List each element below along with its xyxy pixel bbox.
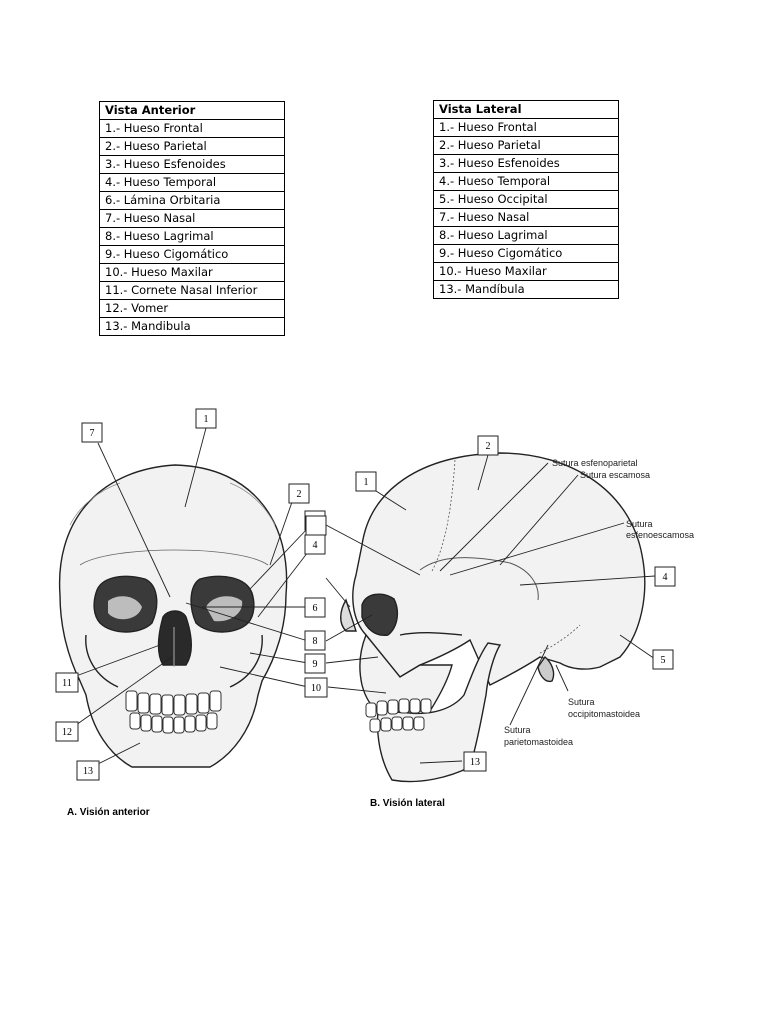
- lateral-callout-5: 5: [652, 649, 674, 670]
- svg-text:2: 2: [486, 441, 491, 452]
- anterior-callout-4: 4: [304, 534, 326, 555]
- svg-text:5: 5: [661, 655, 666, 666]
- anterior-callout-10: 10: [304, 677, 328, 698]
- bone-entry: 12.- Vomer: [99, 299, 285, 318]
- table-row: 9.- Hueso Cigomático: [99, 245, 285, 264]
- table-row: 13.- Mandíbula: [433, 280, 619, 299]
- bone-entry: 6.- Lámina Orbitaria: [99, 191, 285, 210]
- bone-entry: 7.- Hueso Nasal: [99, 209, 285, 228]
- suture-labels: Sutura esfenoparietal Sutura escamosa Su…: [504, 458, 694, 747]
- suture-escamosa-label: Sutura escamosa: [580, 470, 650, 480]
- bone-entry: 8.- Hueso Lagrimal: [433, 226, 619, 245]
- table-row: 6.- Lámina Orbitaria: [99, 191, 285, 210]
- table-row: 9.- Hueso Cigomático: [433, 244, 619, 263]
- bone-entry: 2.- Hueso Parietal: [433, 136, 619, 155]
- anterior-skull-drawing: [58, 464, 288, 768]
- bone-entry: 4.- Hueso Temporal: [99, 173, 285, 192]
- suture-esfenoparietal-label: Sutura esfenoparietal: [552, 458, 638, 468]
- lateral-callout-2: 2: [477, 435, 499, 456]
- table-row: 8.- Hueso Lagrimal: [433, 226, 619, 245]
- suture-esfenoescamosa-label-1: Sutura: [626, 519, 653, 529]
- svg-text:12: 12: [62, 727, 72, 738]
- bone-entry: 4.- Hueso Temporal: [433, 172, 619, 191]
- table-row: 12.- Vomer: [99, 299, 285, 318]
- lateral-skull-drawing: [340, 452, 646, 783]
- bone-entry: 3.- Hueso Esfenoides: [433, 154, 619, 173]
- svg-text:1: 1: [364, 477, 369, 488]
- bone-entry: 13.- Mandíbula: [433, 280, 619, 299]
- svg-text:4: 4: [663, 572, 668, 583]
- svg-text:1: 1: [204, 414, 209, 425]
- anterior-leader-lines: [75, 427, 309, 765]
- suture-occipitomastoidea-label-2: occipitomastoidea: [568, 709, 640, 719]
- anterior-callout-12: 12: [55, 721, 79, 742]
- table-row: 4.- Hueso Temporal: [433, 172, 619, 191]
- table-row: 13.- Mandibula: [99, 317, 285, 336]
- suture-parietomastoidea-label-2: parietomastoidea: [504, 737, 573, 747]
- svg-text:2: 2: [297, 489, 302, 500]
- table-row: 7.- Hueso Nasal: [99, 209, 285, 228]
- table-row: 2.- Hueso Parietal: [99, 137, 285, 156]
- skull-figure: 1 7 2 3 4 6 8 9 10 11 12 13 A. Visión an…: [55, 408, 694, 818]
- bone-entry: 7.- Hueso Nasal: [433, 208, 619, 227]
- bone-entry: 11.- Cornete Nasal Inferior: [99, 281, 285, 300]
- anterior-callout-8: 8: [304, 630, 326, 651]
- svg-text:13: 13: [470, 757, 480, 768]
- bone-entry: 3.- Hueso Esfenoides: [99, 155, 285, 174]
- table-header: Vista Anterior: [99, 101, 285, 120]
- svg-text:7: 7: [90, 428, 95, 439]
- table-row: 3.- Hueso Esfenoides: [99, 155, 285, 174]
- bone-entry: 10.- Hueso Maxilar: [433, 262, 619, 281]
- anterior-callout-13: 13: [76, 760, 100, 781]
- anterior-callout-1: 1: [195, 408, 217, 429]
- anterior-caption: A. Visión anterior: [67, 807, 150, 818]
- lateral-leader-lines: [325, 454, 656, 764]
- anterior-callout-7: 7: [81, 422, 103, 443]
- lateral-callouts: 1 2 4 5 13: [305, 435, 676, 772]
- svg-text:13: 13: [83, 766, 93, 777]
- bone-entry: 9.- Hueso Cigomático: [433, 244, 619, 263]
- svg-text:10: 10: [311, 683, 321, 694]
- suture-parietomastoidea-label-1: Sutura: [504, 725, 531, 735]
- bone-entry: 9.- Hueso Cigomático: [99, 245, 285, 264]
- lateral-callout-box-3: [305, 515, 327, 536]
- bone-entry: 1.- Hueso Frontal: [99, 119, 285, 138]
- table-row: 7.- Hueso Nasal: [433, 208, 619, 227]
- table-row: 1.- Hueso Frontal: [99, 119, 285, 138]
- table-row: 2.- Hueso Parietal: [433, 136, 619, 155]
- bone-entry: 8.- Hueso Lagrimal: [99, 227, 285, 246]
- anterior-callout-2: 2: [288, 483, 310, 504]
- bone-entry: 1.- Hueso Frontal: [433, 118, 619, 137]
- svg-text:9: 9: [313, 659, 318, 670]
- svg-text:8: 8: [313, 636, 318, 647]
- anterior-callout-11: 11: [55, 672, 79, 693]
- bone-entry: 5.- Hueso Occipital: [433, 190, 619, 209]
- lateral-callout-1: 1: [355, 471, 377, 492]
- svg-text:6: 6: [313, 603, 318, 614]
- bone-entry: 2.- Hueso Parietal: [99, 137, 285, 156]
- anterior-callout-6: 6: [304, 597, 326, 618]
- svg-text:4: 4: [313, 540, 318, 551]
- table-row: 11.- Cornete Nasal Inferior: [99, 281, 285, 300]
- lateral-callout-13: 13: [463, 751, 487, 772]
- table-row: 1.- Hueso Frontal: [433, 118, 619, 137]
- table-row: 4.- Hueso Temporal: [99, 173, 285, 192]
- table-row: 3.- Hueso Esfenoides: [433, 154, 619, 173]
- table-row: 5.- Hueso Occipital: [433, 190, 619, 209]
- anterior-callout-9: 9: [304, 653, 326, 674]
- lateral-callout-4: 4: [654, 566, 676, 587]
- table-row: 10.- Hueso Maxilar: [99, 263, 285, 282]
- table-row: 10.- Hueso Maxilar: [433, 262, 619, 281]
- svg-text:11: 11: [62, 678, 72, 689]
- bone-entry: 10.- Hueso Maxilar: [99, 263, 285, 282]
- table-header: Vista Lateral: [433, 100, 619, 119]
- lateral-caption: B. Visión lateral: [370, 798, 445, 809]
- table-row: 8.- Hueso Lagrimal: [99, 227, 285, 246]
- bone-entry: 13.- Mandibula: [99, 317, 285, 336]
- suture-occipitomastoidea-label-1: Sutura: [568, 697, 595, 707]
- suture-esfenoescamosa-label-2: esfenoescamosa: [626, 530, 694, 540]
